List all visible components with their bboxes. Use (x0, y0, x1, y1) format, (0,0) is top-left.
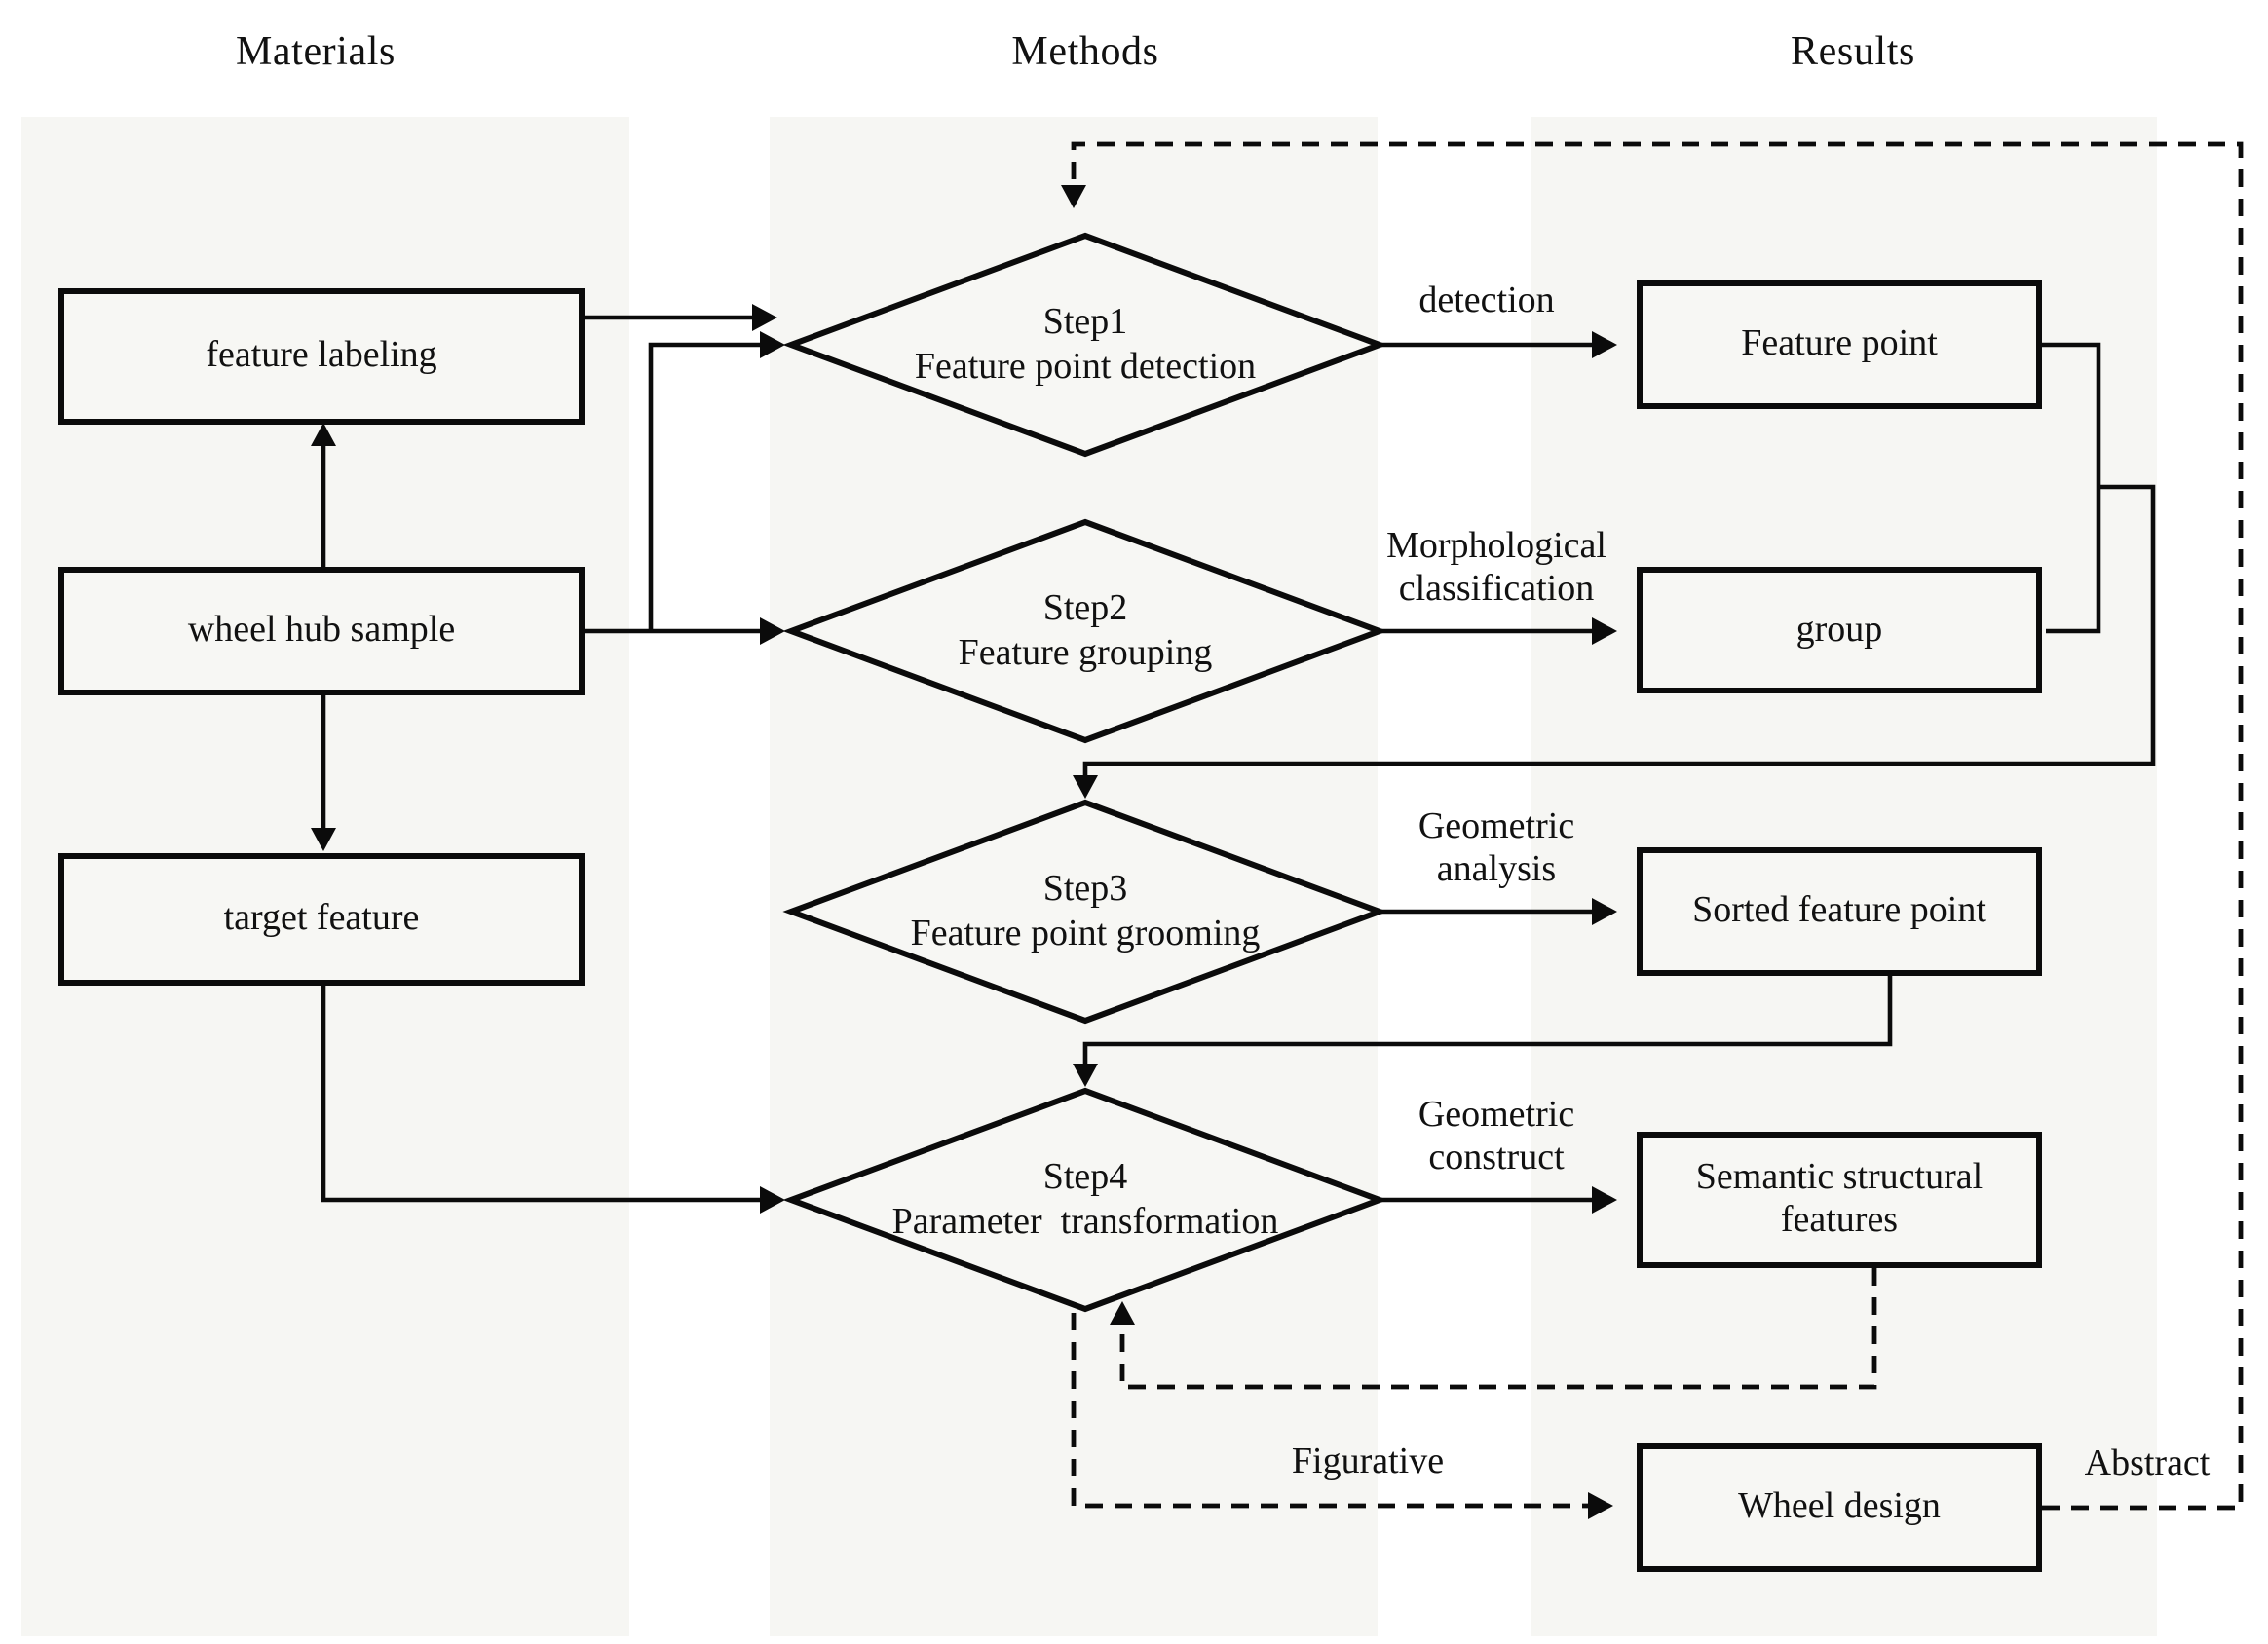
materials-column-header: Materials (235, 27, 397, 74)
semantic-line1: Semantic structural (1695, 1157, 1984, 1198)
group-label: group (1796, 609, 1883, 650)
arrowhead-right-step1-lower (760, 331, 785, 358)
semantic-structural-features-label: Semantic structural features (1696, 1157, 1983, 1243)
semantic-structural-features-box: Semantic structural features (1637, 1132, 2042, 1268)
geometric-construct-edge-label-line1: Geometric (1418, 1095, 1575, 1136)
wheel-hub-sample-box: wheel hub sample (58, 567, 585, 695)
group-box: group (1637, 567, 2042, 693)
wheel-design-label: Wheel design (1738, 1486, 1941, 1527)
connector-wheelhub-branch-to-step1 (648, 342, 760, 631)
arrowhead-up-dashed-step4 (1110, 1301, 1135, 1325)
arrowhead-right-step1-upper (752, 304, 777, 331)
wheel-hub-sample-label: wheel hub sample (187, 610, 456, 651)
semantic-line2: features (1780, 1200, 1899, 1241)
step1-line2: Feature point detection (914, 347, 1257, 388)
feature-labeling-box: feature labeling (58, 288, 585, 425)
target-feature-box: target feature (58, 853, 585, 986)
geometric-analysis-edge-label-line2: analysis (1436, 849, 1557, 890)
wheel-design-box: Wheel design (1637, 1443, 2042, 1572)
connector-sorted-to-step4 (1082, 976, 1893, 1073)
feature-labeling-label: feature labeling (206, 335, 437, 376)
step2-diamond (782, 518, 1388, 744)
step1-diamond (782, 232, 1388, 458)
step4-line2: Parameter transformation (891, 1202, 1279, 1243)
feature-point-label: Feature point (1741, 323, 1938, 364)
abstract-edge-label: Abstract (2084, 1443, 2211, 1484)
arrowhead-down-dashed-step1 (1061, 185, 1086, 208)
arrowhead-right-semantic (1592, 1186, 1617, 1214)
figurative-edge-label: Figurative (1291, 1441, 1445, 1482)
step3-diamond (782, 799, 1388, 1025)
feature-point-box: Feature point (1637, 280, 2042, 409)
connector-wheeldesign-feedback-to-step1 (1071, 141, 2244, 1511)
step2-line1: Step2 (1042, 588, 1128, 629)
step4-line1: Step4 (1042, 1157, 1128, 1198)
step3-line1: Step3 (1042, 869, 1128, 910)
arrowhead-right-featurepoint (1592, 331, 1617, 358)
step4-diamond (782, 1087, 1388, 1313)
arrowhead-up-featurelabeling (311, 423, 336, 446)
step1-line1: Step1 (1042, 302, 1128, 343)
arrowhead-right-step2 (760, 617, 785, 645)
arrowhead-right-step4 (760, 1186, 785, 1214)
arrowhead-right-group (1592, 617, 1617, 645)
detection-edge-label: detection (1418, 280, 1555, 321)
sorted-feature-point-box: Sorted feature point (1637, 847, 2042, 976)
methods-column-header: Methods (1011, 27, 1159, 74)
morphological-edge-label-line1: Morphological (1386, 526, 1606, 567)
connector-featurepoint-group-bracket (2042, 342, 2101, 634)
arrowhead-right-sorted (1592, 898, 1617, 925)
connector-targetfeature-to-step4 (321, 986, 770, 1203)
arrowhead-down-targetfeature (311, 828, 336, 851)
connector-bracket-to-step3 (1082, 484, 2156, 785)
target-feature-label: target feature (223, 898, 420, 939)
connector-step4-figurative-to-wheeldesign (1071, 1313, 1598, 1509)
step2-line2: Feature grouping (958, 633, 1213, 674)
arrowhead-down-step3 (1073, 775, 1098, 799)
arrowhead-down-step4 (1073, 1064, 1098, 1087)
morphological-edge-label-line2: classification (1398, 569, 1595, 610)
geometric-construct-edge-label-line2: construct (1428, 1138, 1565, 1178)
arrowhead-right-dashed-wheeldesign (1588, 1492, 1613, 1519)
step3-line2: Feature point grooming (910, 914, 1261, 954)
geometric-analysis-edge-label-line1: Geometric (1418, 806, 1575, 847)
connector-semantic-feedback-to-step4 (1119, 1268, 1877, 1390)
results-column-header: Results (1791, 27, 1915, 74)
sorted-feature-point-label: Sorted feature point (1692, 890, 1986, 931)
